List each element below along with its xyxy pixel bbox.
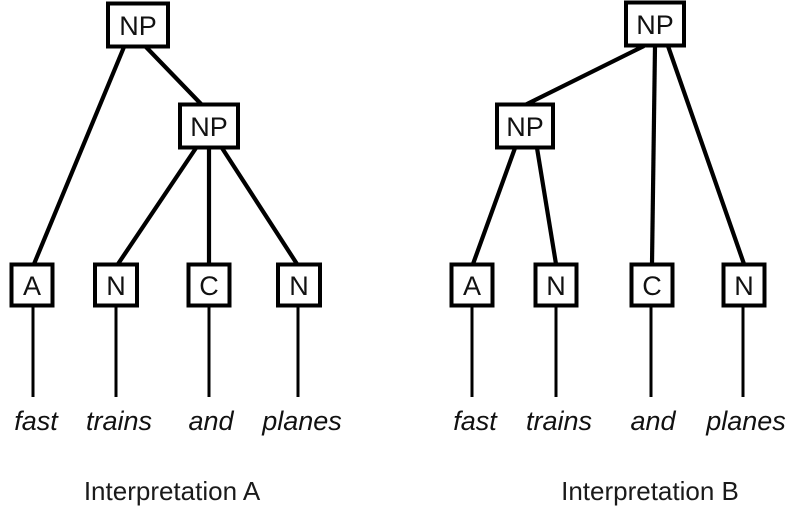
node-a-np-root[interactable]: NP — [106, 1, 170, 49]
branch-b-np-sub-to-b-pos-a — [471, 147, 517, 265]
node-label-a-pos-n1: N — [106, 271, 126, 301]
node-box-a-np-root[interactable] — [106, 1, 170, 49]
word-b-word-trains: trains — [526, 406, 592, 436]
word-b-word-fast: fast — [453, 406, 498, 436]
branch-a-np-root-to-a-np-sub — [144, 45, 204, 107]
node-a-pos-n1[interactable]: N — [93, 262, 139, 308]
node-box-b-pos-a[interactable] — [449, 262, 495, 308]
branch-b-np-sub-to-b-pos-n1 — [534, 147, 559, 265]
branch-b-np-root-to-b-pos-c — [649, 45, 658, 265]
branch-b-np-root-to-b-np-sub — [524, 44, 645, 107]
node-label-b-np-root: NP — [636, 10, 674, 40]
node-b-pos-n1[interactable]: N — [533, 262, 579, 308]
node-box-b-pos-c[interactable] — [629, 262, 675, 308]
node-a-np-sub[interactable]: NP — [178, 102, 240, 150]
node-a-pos-c[interactable]: C — [186, 262, 232, 308]
stem-group — [470, 306, 745, 397]
caption-interpretation-b: Interpretation B — [561, 476, 739, 506]
word-a-word-planes: planes — [261, 406, 342, 436]
word-a-word-trains: trains — [86, 406, 152, 436]
node-b-np-root[interactable]: NP — [624, 0, 686, 48]
branch-a-np-sub-to-a-pos-n1 — [116, 146, 198, 266]
node-b-np-sub[interactable]: NP — [495, 102, 555, 150]
node-group: NP NP A N C N — [9, 1, 322, 308]
caption-interpretation-a: Interpretation A — [84, 476, 261, 506]
node-b-pos-c[interactable]: C — [629, 262, 675, 308]
node-label-a-pos-c: C — [199, 271, 219, 301]
branch-a-np-sub-to-a-pos-n2 — [220, 146, 299, 266]
word-b-word-planes: planes — [705, 406, 786, 436]
node-label-b-pos-n2: N — [734, 271, 754, 301]
node-group: NP NP A N C N — [449, 0, 767, 308]
word-group: fast trains and planes — [453, 406, 786, 436]
branch-a-np-root-to-a-pos-a — [32, 46, 126, 265]
node-label-a-pos-a: A — [23, 271, 41, 301]
node-label-b-np-sub: NP — [506, 112, 544, 142]
stem-group — [31, 306, 300, 397]
node-b-pos-a[interactable]: A — [449, 262, 495, 308]
node-box-b-np-root[interactable] — [624, 0, 686, 48]
word-a-word-fast: fast — [14, 406, 59, 436]
node-box-a-pos-n2[interactable] — [276, 262, 322, 308]
word-a-word-and: and — [188, 406, 234, 436]
node-box-a-np-sub[interactable] — [178, 102, 240, 150]
branch-group — [471, 44, 746, 265]
branch-group — [32, 45, 299, 266]
node-label-b-pos-a: A — [463, 271, 481, 301]
node-b-pos-n2[interactable]: N — [721, 262, 767, 308]
node-a-pos-a[interactable]: A — [9, 262, 55, 308]
node-label-a-pos-n2: N — [289, 271, 309, 301]
node-box-a-pos-n1[interactable] — [93, 262, 139, 308]
branch-b-np-root-to-b-pos-n2 — [666, 45, 746, 265]
node-label-a-np-sub: NP — [190, 112, 228, 142]
word-group: fast trains and planes — [14, 406, 342, 436]
node-box-a-pos-a[interactable] — [9, 262, 55, 308]
node-label-b-pos-c: C — [642, 271, 662, 301]
node-box-b-pos-n1[interactable] — [533, 262, 579, 308]
node-box-a-pos-c[interactable] — [186, 262, 232, 308]
node-box-b-pos-n2[interactable] — [721, 262, 767, 308]
node-label-a-np-root: NP — [119, 11, 157, 41]
node-box-b-np-sub[interactable] — [495, 102, 555, 150]
word-b-word-and: and — [630, 406, 676, 436]
node-a-pos-n2[interactable]: N — [276, 262, 322, 308]
node-label-b-pos-n1: N — [546, 271, 566, 301]
